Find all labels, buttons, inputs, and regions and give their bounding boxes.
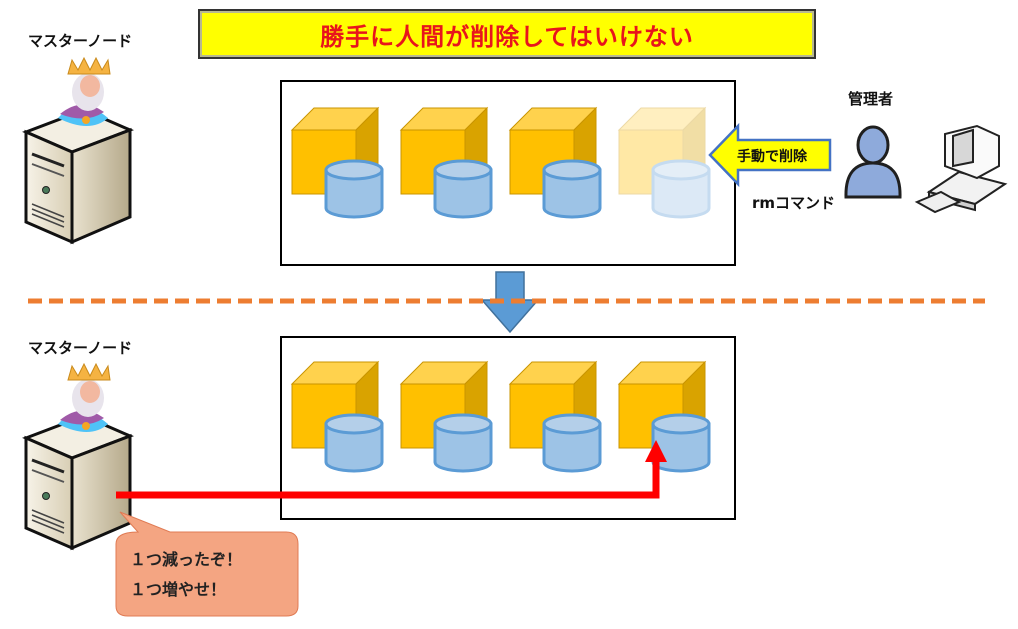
pods-top (290, 106, 711, 219)
callout-line-2: １つ増やせ！ (130, 580, 227, 599)
master-node-server-icon-top (22, 56, 134, 245)
pod-cube-icon (617, 106, 707, 196)
pod-volume-icon (651, 413, 711, 473)
admin-computer-icon (914, 124, 1008, 214)
pod-1 (290, 106, 384, 219)
pods-bottom (290, 360, 711, 473)
admin-user-icon (844, 125, 902, 199)
pod-volume-icon (433, 159, 493, 219)
pod-volume-icon (433, 413, 493, 473)
pod-volume-icon (651, 159, 711, 219)
pod-3 (508, 360, 602, 473)
callout-text: １つ減ったぞ！ １つ増やせ！ (130, 545, 242, 605)
pod-2 (399, 360, 493, 473)
king-icon (58, 56, 111, 126)
master-node-server-icon-bottom (22, 362, 134, 551)
king-icon (58, 362, 111, 432)
pod-3 (508, 106, 602, 219)
pod-volume-icon (542, 159, 602, 219)
pod-volume-icon (324, 413, 384, 473)
pod-volume-icon (324, 159, 384, 219)
callout-bubble (115, 511, 299, 617)
manual-delete-arrow (708, 122, 832, 188)
pod-4 (617, 106, 711, 219)
pod-4 (617, 360, 711, 473)
admin-label: 管理者 (848, 90, 894, 108)
pod-2 (399, 106, 493, 219)
callout-line-1: １つ減ったぞ！ (130, 550, 243, 569)
pod-volume-icon (542, 413, 602, 473)
title-text: 勝手に人間が削除してはいけない (320, 22, 694, 51)
title-banner: 勝手に人間が削除してはいけない (198, 9, 816, 59)
master-node-label-top: マスターノード (28, 32, 133, 50)
rm-command-label: rmコマンド (752, 194, 836, 212)
manual-delete-label: 手動で削除 (737, 149, 807, 165)
master-node-label-bottom: マスターノード (28, 339, 133, 357)
pod-1 (290, 360, 384, 473)
section-divider (28, 298, 985, 304)
